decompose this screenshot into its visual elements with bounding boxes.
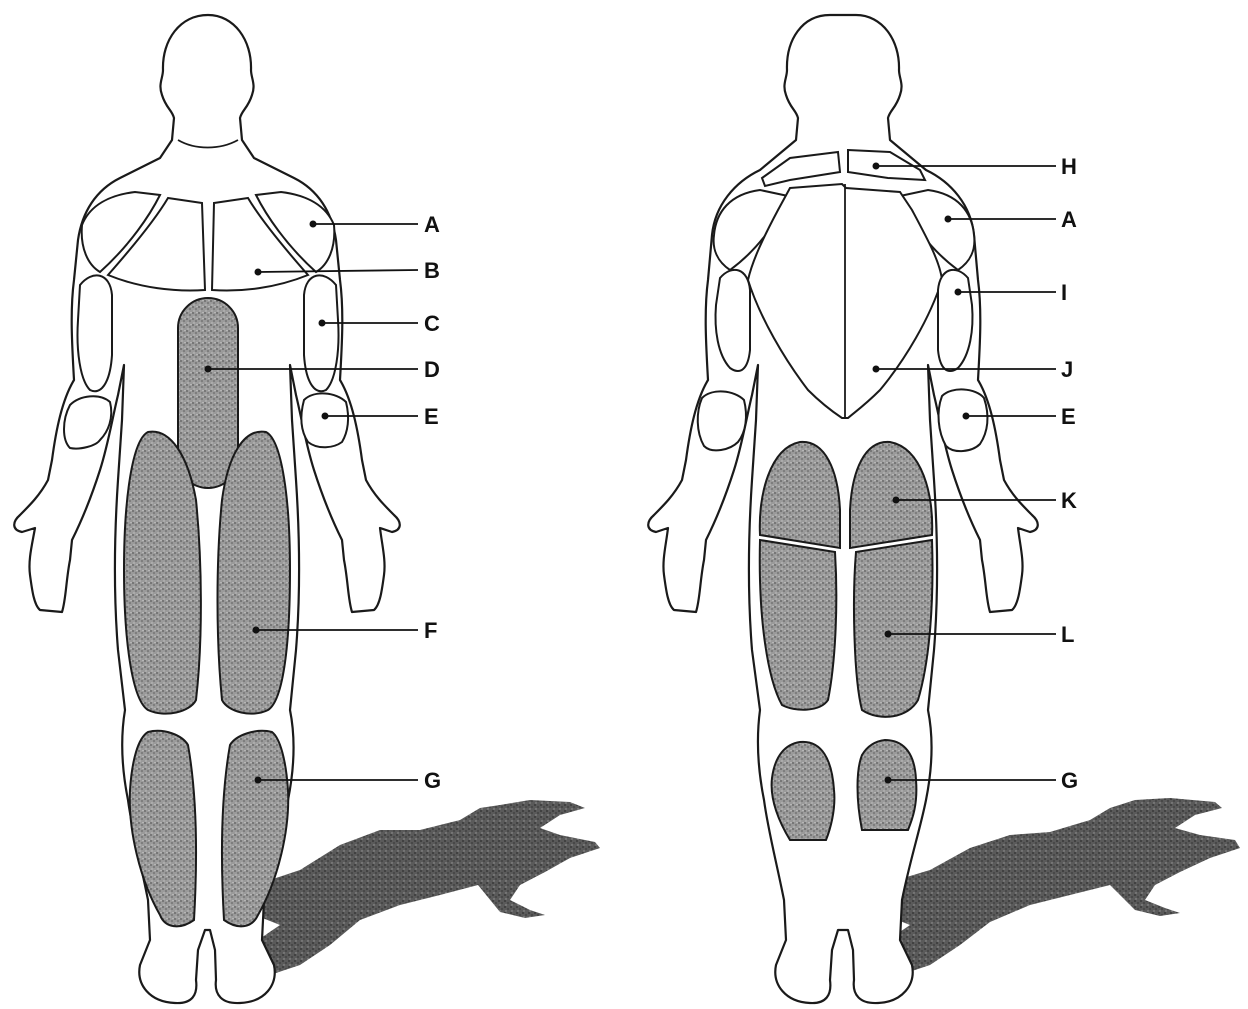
back-dot-H <box>873 163 880 170</box>
back-label-A: A <box>1061 207 1077 232</box>
back-hamstring-right <box>854 540 932 717</box>
back-dot-E <box>963 413 970 420</box>
back-figure-shadow <box>880 798 1240 975</box>
front-label-C: C <box>424 311 440 336</box>
back-calf-left <box>772 742 835 840</box>
back-label-J: J <box>1061 357 1073 382</box>
back-label-G: G <box>1061 768 1078 793</box>
back-calf-right <box>858 740 917 830</box>
front-label-B: B <box>424 258 440 283</box>
front-biceps-left <box>78 275 113 391</box>
back-dot-L <box>885 631 892 638</box>
front-label-A: A <box>424 212 440 237</box>
front-quadriceps-right <box>218 432 291 714</box>
back-figure: H A I J E K L G <box>648 15 1240 1003</box>
front-figure: A B C D E F G <box>14 15 600 1003</box>
back-label-K: K <box>1061 488 1077 513</box>
back-label-E: E <box>1061 404 1076 429</box>
front-dot-G <box>255 777 262 784</box>
back-dot-I <box>955 289 962 296</box>
front-quadriceps-left <box>124 432 201 714</box>
front-dot-E <box>322 413 329 420</box>
front-label-E: E <box>424 404 439 429</box>
back-forearm-left <box>698 391 746 450</box>
back-dot-A <box>945 216 952 223</box>
front-dot-F <box>253 627 260 634</box>
front-figure-shadow <box>250 800 600 975</box>
front-calf-left <box>130 731 196 926</box>
front-label-G: G <box>424 768 441 793</box>
back-label-I: I <box>1061 280 1067 305</box>
back-forearm-right <box>939 389 988 451</box>
front-dot-D <box>205 366 212 373</box>
front-dot-B <box>255 269 262 276</box>
front-label-D: D <box>424 357 440 382</box>
front-dot-C <box>319 320 326 327</box>
front-biceps-right <box>304 275 339 391</box>
front-forearm-right <box>301 393 348 447</box>
front-label-F: F <box>424 618 437 643</box>
front-labels: A B C D E F G <box>424 212 441 793</box>
back-dot-K <box>893 497 900 504</box>
front-abdominals <box>178 298 238 488</box>
back-dot-J <box>873 366 880 373</box>
back-label-H: H <box>1061 154 1077 179</box>
back-label-L: L <box>1061 622 1074 647</box>
front-dot-A <box>310 221 317 228</box>
back-labels: H A I J E K L G <box>1061 154 1078 793</box>
back-dot-G <box>885 777 892 784</box>
